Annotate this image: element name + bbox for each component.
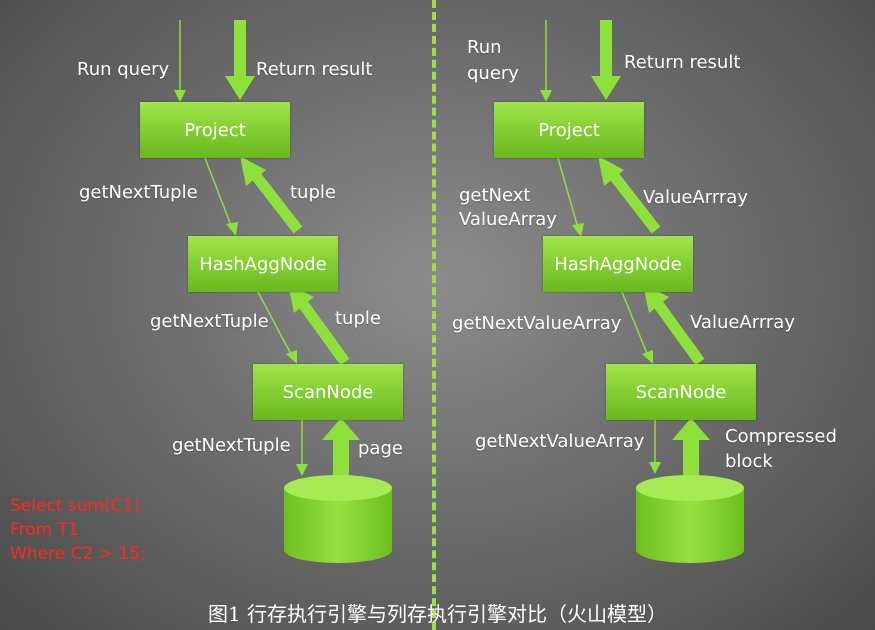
col-scan-node: ScanNode (606, 364, 756, 420)
col-get-next-label-1-line2: ValueArray (459, 209, 557, 230)
col-hash-agg-node: HashAggNode (543, 236, 693, 292)
row-return-arrow (225, 20, 255, 100)
row-run-query-label: Run query (77, 59, 170, 80)
col-run-label-line1: Run (467, 37, 502, 58)
center-divider (432, 0, 436, 630)
row-hash-agg-node: HashAggNode (188, 236, 338, 292)
col-get-next-label-1-line1: getNext (459, 185, 531, 206)
figure-caption: 图1 行存执行引擎与列存执行引擎对比（火山模型） (207, 602, 668, 626)
col-storage-cylinder (636, 475, 744, 563)
row-call-arrow-4 (296, 420, 308, 476)
col-result-label-2: ValueArrray (690, 312, 795, 333)
col-return-arrow (591, 20, 621, 100)
row-storage-cylinder (284, 475, 392, 563)
col-call-arrow-3 (621, 291, 653, 364)
col-result-arrow-1 (598, 156, 661, 234)
row-return-result-label: Return result (256, 59, 373, 80)
row-result-arrow-1 (240, 156, 303, 234)
col-call-arrow-4 (649, 420, 661, 474)
row-result-arrow-3 (322, 418, 360, 476)
col-call-arrow-2 (557, 157, 584, 237)
sql-line-select: Select sum(C1) (10, 496, 140, 516)
col-return-result-label: Return result (624, 52, 741, 73)
sql-query-text: Select sum(C1) From T1 Where C2 > 15; (10, 494, 146, 566)
col-result-arrow-3 (672, 418, 710, 476)
row-scan-node: ScanNode (253, 364, 403, 420)
row-get-next-label-3: getNextTuple (172, 435, 291, 456)
sql-line-from: From T1 (10, 520, 79, 540)
col-result-label-3-line2: block (725, 451, 773, 472)
row-call-arrow-2 (204, 157, 238, 236)
row-call-arrow-1 (174, 20, 186, 102)
row-project-node: Project (140, 102, 290, 158)
sql-line-where: Where C2 > 15; (10, 544, 146, 564)
col-result-label-1: ValueArrray (643, 187, 748, 208)
row-result-label-2: tuple (335, 308, 381, 329)
col-get-next-label-2: getNextValueArray (452, 313, 622, 334)
col-result-label-3-line1: Compressed (725, 426, 837, 447)
col-run-label-line2: query (467, 63, 519, 84)
row-result-label-3: page (358, 438, 403, 459)
row-call-arrow-3 (257, 291, 297, 364)
row-result-label-1: tuple (290, 182, 336, 203)
col-project-node: Project (494, 102, 644, 158)
row-get-next-label-1: getNextTuple (79, 182, 198, 203)
col-get-next-label-3: getNextValueArray (475, 431, 645, 452)
col-call-arrow-1 (540, 20, 552, 102)
row-get-next-label-2: getNextTuple (150, 311, 269, 332)
